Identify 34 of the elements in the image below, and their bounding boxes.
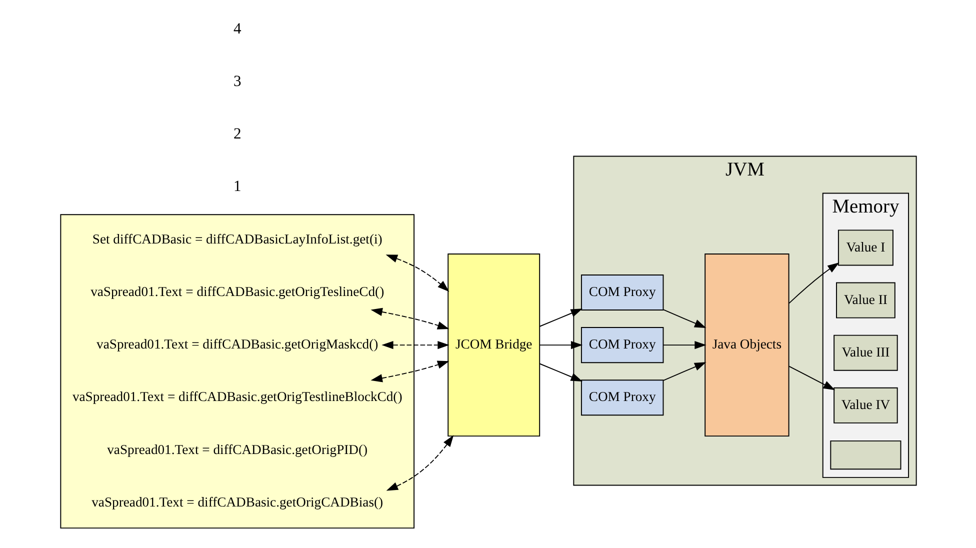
label: 4 — [232, 20, 241, 38]
label: 2 — [232, 126, 241, 142]
node-text: vaSpread01.Text = diffCADBasic.getOrigTestlineBlockCd() — [72, 389, 402, 404]
arrow — [788, 262, 839, 304]
node-box: Value IV — [833, 387, 898, 424]
arrow — [662, 362, 706, 381]
arrow — [788, 366, 835, 390]
label: 3 — [232, 72, 241, 90]
arrow — [370, 308, 449, 330]
arrow — [662, 309, 706, 328]
node-text: vaSpread01.Text = diffCADBasic.getOrigCADBias() — [91, 494, 383, 510]
node-box: COM Proxy — [580, 274, 664, 310]
arrow — [385, 254, 449, 292]
node-text: vaSpread01.Text = diffCADBasic.getOrigMaskcd() — [96, 336, 378, 352]
arrow — [386, 435, 454, 491]
node-box: Java Objects — [704, 254, 789, 437]
label: 1 — [232, 178, 241, 196]
node-text: vaSpread01.Text = diffCADBasic.getOrigTeslineCd() — [90, 284, 384, 300]
node-box: JCOM Bridge — [447, 254, 540, 437]
arrow — [538, 363, 582, 382]
arrow — [381, 340, 449, 350]
arrow — [538, 308, 582, 327]
node-box: COM Proxy — [580, 380, 664, 416]
node-box: Value I — [837, 230, 893, 266]
node-text: Set diffCADBasic = diffCADBasicLayInfoList.get(i) — [92, 232, 382, 247]
node-box — [830, 440, 901, 470]
arrow — [662, 340, 706, 350]
node-box: COM Proxy — [580, 327, 664, 364]
arrow — [370, 360, 449, 382]
node-text: vaSpread01.Text = diffCADBasic.getOrigPID() — [106, 442, 368, 457]
node-box: Value III — [833, 334, 898, 371]
cluster — [60, 214, 414, 529]
node-box: Value II — [836, 282, 895, 318]
arrow — [538, 340, 582, 350]
